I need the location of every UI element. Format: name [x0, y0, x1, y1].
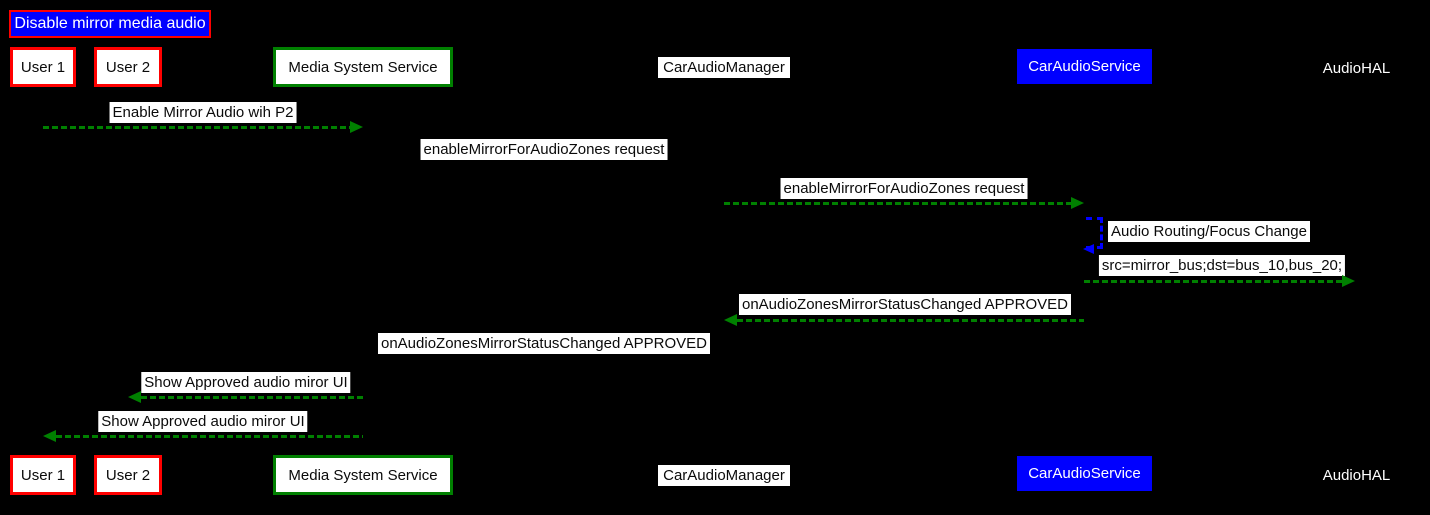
arrowhead-left-icon — [128, 391, 141, 403]
message-label: enableMirrorForAudioZones request — [780, 178, 1028, 199]
message-label: Show Approved audio miror UI — [98, 411, 308, 432]
arrowhead-left-icon — [724, 314, 737, 326]
arrowhead-right-icon — [350, 121, 363, 133]
arrowhead-right-icon — [1071, 197, 1084, 209]
message-arrow-line — [724, 202, 1071, 205]
message-arrow-line — [1084, 280, 1342, 283]
participant-car-audio-manager-top: CarAudioManager — [658, 57, 790, 78]
participant-audio-hal-top: AudioHAL — [1322, 60, 1391, 77]
message-arrow-line — [141, 396, 363, 399]
participant-user1-bottom: User 1 — [10, 455, 76, 495]
message-label: src=mirror_bus;dst=bus_10,bus_20; — [1098, 255, 1346, 276]
participant-media-system-service-bottom: Media System Service — [273, 455, 453, 495]
participant-user2-top: User 2 — [94, 47, 162, 87]
message-label: enableMirrorForAudioZones request — [420, 139, 668, 160]
message-label: Show Approved audio miror UI — [141, 372, 351, 393]
participant-audio-hal-bottom: AudioHAL — [1322, 467, 1391, 484]
self-message-loop — [1086, 217, 1103, 249]
arrowhead-left-icon — [43, 430, 56, 442]
message-arrow-line — [43, 126, 350, 129]
message-label: Enable Mirror Audio wih P2 — [109, 102, 297, 123]
participant-car-audio-service-top: CarAudioService — [1017, 49, 1152, 84]
message-label: onAudioZonesMirrorStatusChanged APPROVED — [377, 333, 711, 354]
message-label: Audio Routing/Focus Change — [1108, 221, 1310, 242]
arrowhead-left-blue-icon — [1083, 244, 1094, 254]
message-arrow-line — [56, 435, 363, 438]
participant-car-audio-manager-bottom: CarAudioManager — [658, 465, 790, 486]
participant-user1-top: User 1 — [10, 47, 76, 87]
message-label: onAudioZonesMirrorStatusChanged APPROVED — [738, 294, 1072, 315]
participant-user2-bottom: User 2 — [94, 455, 162, 495]
arrowhead-right-icon — [1342, 275, 1355, 287]
participant-car-audio-service-bottom: CarAudioService — [1017, 456, 1152, 491]
message-arrow-line — [737, 319, 1084, 322]
participant-media-system-service-top: Media System Service — [273, 47, 453, 87]
diagram-title: Disable mirror media audio — [9, 10, 211, 38]
